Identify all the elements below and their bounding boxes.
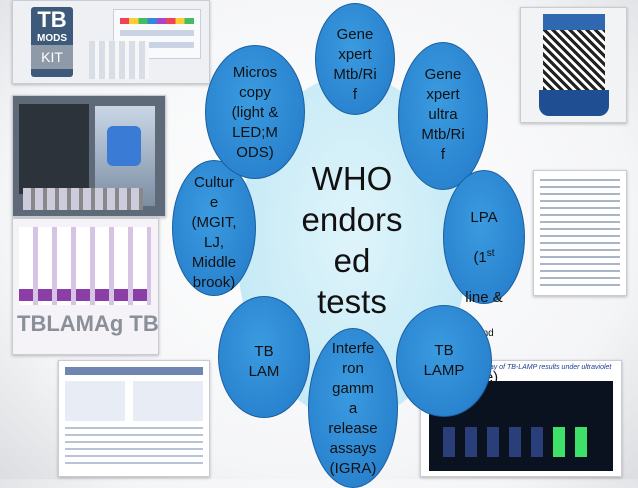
lpa-line3: line &	[465, 289, 503, 306]
node-tb-lamp-label: TB LAMP	[423, 342, 465, 379]
node-igra-label: Interfe ron gamm a release assays (IGRA)	[328, 340, 378, 477]
cartridge-base	[539, 90, 609, 116]
node-genexpert-label: Gene xpert Mtb/Ri f	[333, 26, 377, 103]
node-culture	[172, 160, 256, 296]
mods-kit-badge-mods: MODS	[37, 33, 67, 44]
node-microscopy	[205, 45, 305, 179]
lpa-line2-sup: st	[486, 248, 495, 259]
node-genexpert	[315, 3, 395, 115]
lpa-line4-sup: nd	[482, 328, 494, 339]
node-microscopy-label: Micros copy (light & LED;M ODS)	[231, 64, 279, 161]
cartridge-top	[543, 14, 605, 30]
photo-igra-figure	[58, 360, 210, 477]
mods-kit-badge: TB MODS KIT	[31, 7, 73, 77]
node-genexpert-ultra	[398, 42, 488, 190]
photo-mods-kit: TB MODS KIT	[12, 0, 210, 84]
lpa-line2: (1	[473, 249, 487, 266]
photo-lab-instrument	[12, 95, 166, 217]
lpa-line1: LPA	[470, 209, 498, 226]
node-igra	[308, 328, 398, 488]
center-label: WHO endors ed tests	[301, 160, 403, 320]
photo-lpa-results-sheet	[533, 170, 627, 296]
mods-kit-tubes	[89, 41, 149, 79]
cartridge-label	[543, 30, 605, 90]
node-lpa	[443, 170, 525, 304]
node-tb-lam	[218, 296, 310, 418]
node-tb-lamp	[396, 305, 492, 417]
mods-kit-badge-kit: KIT	[31, 45, 73, 69]
photo-genexpert-ultra-cartridge	[520, 7, 627, 123]
photo-tblamag-strips: TBLAMAg TB	[12, 218, 159, 355]
mods-kit-badge-tb: TB	[37, 7, 67, 32]
node-tb-lam-label: TB LAM	[248, 343, 280, 380]
node-genexpert-ultra-label: Gene xpert ultra Mtb/Ri f	[421, 66, 465, 163]
tblamag-label: TBLAMAg TB	[17, 311, 159, 336]
node-culture-label: Cultur e (MGIT, LJ, Middle brook)	[191, 174, 237, 291]
